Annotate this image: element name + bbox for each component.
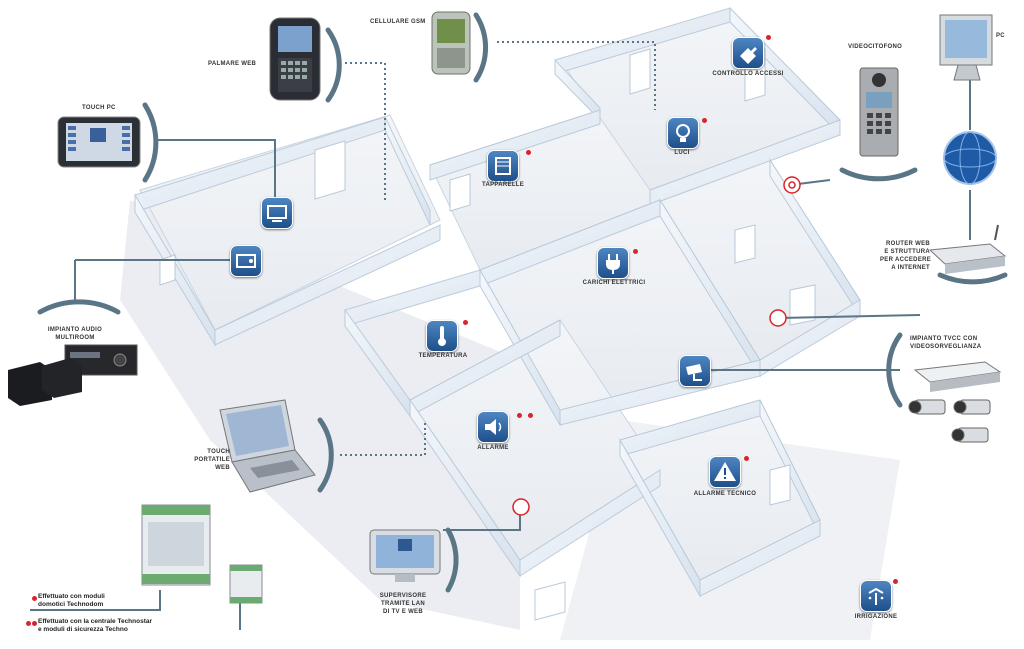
label-cellulare: CELLULARE GSM	[370, 19, 426, 25]
walls	[134, 6, 861, 598]
label-temperatura: TEMPERATURA	[418, 353, 468, 359]
label-allarme-tecnico: ALLARME TECNICO	[693, 491, 757, 497]
legend-single-dot	[32, 596, 37, 601]
marker-dot	[526, 150, 531, 155]
allarme-tecnico-icon	[709, 456, 741, 488]
marker-dot	[528, 413, 533, 418]
router-device	[928, 224, 1007, 274]
label-pc: PC	[996, 33, 1005, 39]
label-allarme: ALLARME	[477, 445, 509, 451]
label-luci: LUCI	[674, 150, 690, 156]
marker-dot	[893, 579, 898, 584]
videosorveglianza-icon	[679, 355, 711, 387]
sensor-rings	[512, 176, 801, 516]
connections	[30, 41, 971, 630]
luci-icon	[667, 117, 699, 149]
label-palmare: PALMARE WEB	[208, 61, 257, 67]
legend-item-technostar: Effettuato con la centrale Technostar e …	[38, 618, 153, 633]
wireless-arcs	[37, 12, 1008, 593]
touch-pc-function-icon	[261, 197, 293, 229]
audio-function-icon	[230, 245, 262, 277]
internet-globe	[943, 131, 997, 185]
marker-dot	[633, 249, 638, 254]
marker-dot	[766, 35, 771, 40]
legend-double-dot	[32, 621, 37, 626]
label-router: ROUTER WEB E STRUTTURA PER ACCEDERE A IN…	[880, 241, 932, 271]
label-irrigazione: IRRIGAZIONE	[854, 614, 898, 620]
label-supervisore: SUPERVISORE TRAMITE LAN DI TV E WEB	[379, 593, 427, 615]
label-carichi-elettrici: CARICHI ELETTRICI	[582, 280, 646, 286]
label-videosorveglianza: IMPIANTO TVCC CON VIDEOSORVEGLIANZA	[910, 336, 982, 350]
laptop-device	[219, 399, 316, 493]
marker-dot	[517, 413, 522, 418]
cctv-cameras	[908, 399, 991, 443]
temperatura-icon	[426, 320, 458, 352]
marker-dot	[744, 456, 749, 461]
legend-item-technodom: Effettuato con moduli domotici Technodom	[38, 593, 105, 608]
palmare-device	[269, 17, 321, 101]
din-module-large	[141, 504, 211, 586]
allarme-icon	[477, 411, 509, 443]
label-touch-pc: TOUCH PC	[82, 105, 116, 111]
label-controllo-accessi: CONTROLLO ACCESSI	[712, 71, 784, 77]
intercom-device	[859, 67, 899, 157]
legend-double-dot	[26, 621, 31, 626]
carichi-elettrici-icon	[597, 247, 629, 279]
label-impianto-audio: IMPIANTO AUDIO MULTIROOM	[47, 327, 103, 341]
pc-monitor-device	[939, 14, 993, 81]
controllo-accessi-icon	[732, 37, 764, 69]
tv-supervisor-device	[369, 529, 441, 582]
marker-dot	[463, 320, 468, 325]
irrigazione-icon	[860, 580, 892, 612]
tapparelle-icon	[487, 150, 519, 182]
label-tapparelle: TAPPARELLE	[481, 182, 525, 188]
din-module-small	[229, 564, 263, 604]
audio-system-device	[8, 344, 138, 406]
touch-pc-device	[57, 116, 141, 168]
marker-dot	[702, 118, 707, 123]
label-touch-portatile: TOUCH PORTATILE WEB	[194, 449, 230, 471]
label-videocitofono: VIDEOCITOFONO	[848, 44, 903, 50]
cellulare-device	[431, 11, 471, 75]
cctv-recorder	[913, 361, 1002, 392]
